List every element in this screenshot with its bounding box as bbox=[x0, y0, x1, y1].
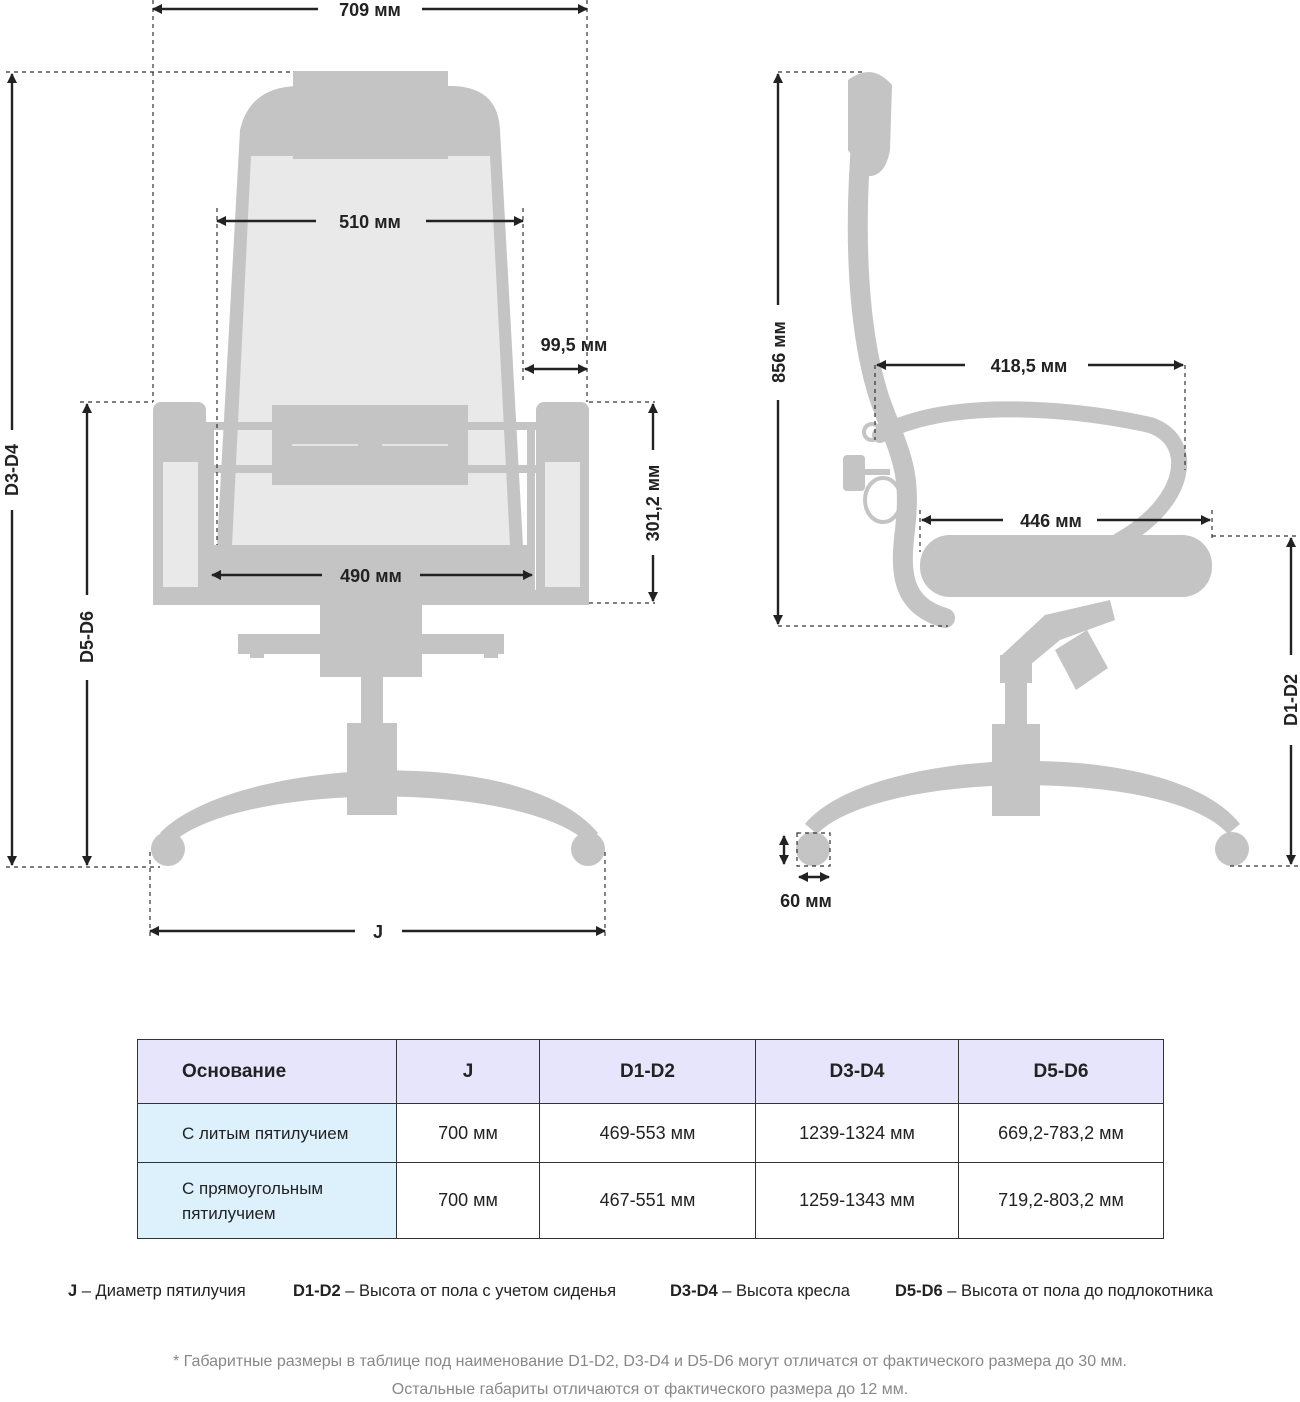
row-d1d2: 467-551 мм bbox=[539, 1162, 756, 1239]
chair-dimension-diagram: 709 мм 510 мм 99,5 мм 301,2 мм 490 мм D3… bbox=[2, 0, 1300, 942]
side-base-hub bbox=[992, 724, 1040, 816]
row-base-name-line1: С прямоугольным bbox=[182, 1178, 324, 1198]
table-header-row: Основание J D1-D2 D3-D4 D5-D6 bbox=[137, 1039, 1164, 1104]
dim-wheel: 60 мм bbox=[780, 891, 832, 911]
front-right-wheel bbox=[571, 832, 605, 866]
side-backrest-frame bbox=[847, 90, 955, 628]
front-view-dimensions bbox=[7, 4, 658, 936]
row-base-name-line2: пятилучием bbox=[182, 1203, 276, 1223]
footnote-line2: Остальные габариты отличаются от фактиче… bbox=[391, 1381, 909, 1398]
header-base: Основание bbox=[137, 1039, 397, 1104]
legend-d1d2: D1-D2 – Высота от пола с учетом сиденья bbox=[293, 1282, 616, 1301]
side-base-star bbox=[805, 760, 1240, 834]
dim-armrest-floor-label: D5-D6 bbox=[77, 611, 97, 663]
legend-text: – Высота от пола до подлокотника bbox=[942, 1282, 1213, 1300]
dim-overall-width: 709 мм bbox=[339, 0, 401, 20]
side-view-guides bbox=[778, 71, 1298, 867]
legend-key: J bbox=[68, 1282, 78, 1300]
legend-d3d4: D3-D4 – Высота кресла bbox=[670, 1282, 850, 1301]
header-d5d6: D5-D6 bbox=[958, 1039, 1164, 1104]
dim-chair-height-label: D3-D4 bbox=[2, 444, 22, 496]
front-view-chair bbox=[151, 71, 605, 866]
front-view-guides bbox=[6, 0, 655, 940]
row-d1d2: 469-553 мм bbox=[539, 1103, 756, 1163]
header-j: J bbox=[396, 1039, 540, 1104]
front-left-wheel bbox=[151, 832, 185, 866]
dim-armrest-width: 99,5 мм bbox=[541, 335, 608, 355]
side-adjust-knob bbox=[843, 455, 865, 491]
side-mechanism bbox=[1002, 600, 1115, 665]
side-headrest bbox=[848, 72, 892, 177]
dim-armrest-depth: 418,5 мм bbox=[991, 356, 1068, 376]
legend-j: J – Диаметр пятилучия bbox=[68, 1282, 246, 1301]
side-view-chair bbox=[796, 72, 1249, 866]
dim-base-label: J bbox=[373, 922, 383, 942]
row-j: 700 мм bbox=[396, 1103, 540, 1163]
row-j: 700 мм bbox=[396, 1162, 540, 1239]
header-d1d2: D1-D2 bbox=[539, 1039, 756, 1104]
legend-key: D5-D6 bbox=[895, 1282, 943, 1300]
legend-key: D3-D4 bbox=[670, 1282, 718, 1300]
dim-armrest-height: 301,2 мм bbox=[643, 465, 663, 542]
row-base-name: С литым пятилучием bbox=[137, 1103, 397, 1163]
row-d5d6: 669,2-783,2 мм bbox=[958, 1103, 1164, 1163]
dim-back-height: 856 мм bbox=[769, 321, 789, 383]
row-d3d4: 1259-1343 мм bbox=[755, 1162, 959, 1239]
row-d5d6: 719,2-803,2 мм bbox=[958, 1162, 1164, 1239]
front-base-star bbox=[160, 770, 598, 843]
table-row: С литым пятилучием 700 мм 469-553 мм 123… bbox=[137, 1103, 1164, 1163]
spec-table: Основание J D1-D2 D3-D4 D5-D6 С литым пя… bbox=[137, 1039, 1164, 1239]
legend-key: D1-D2 bbox=[293, 1282, 341, 1300]
legend-d5d6: D5-D6 – Высота от пола до подлокотника bbox=[895, 1282, 1213, 1301]
side-tilt-lever bbox=[1055, 630, 1108, 690]
front-base-hub bbox=[347, 723, 397, 815]
dim-seat-depth: 446 мм bbox=[1020, 511, 1082, 531]
dim-seat-width: 490 мм bbox=[340, 566, 402, 586]
side-gas-lift bbox=[1005, 670, 1027, 730]
row-base-name: С прямоугольным пятилучием bbox=[137, 1162, 397, 1239]
side-view-dimensions bbox=[773, 73, 1296, 882]
dim-seat-floor-label: D1-D2 bbox=[1281, 674, 1300, 726]
footnote-line1: * Габаритные размеры в таблице под наиме… bbox=[173, 1353, 1127, 1370]
legend-text: – Высота кресла bbox=[717, 1282, 850, 1300]
header-d3d4: D3-D4 bbox=[755, 1039, 959, 1104]
side-seat bbox=[920, 535, 1212, 597]
legend-text: – Высота от пола с учетом сиденья bbox=[340, 1282, 617, 1300]
dim-back-width: 510 мм bbox=[339, 212, 401, 232]
side-armrest bbox=[872, 401, 1188, 548]
front-headrest bbox=[293, 71, 448, 159]
row-d3d4: 1239-1324 мм bbox=[755, 1103, 959, 1163]
legend-text: – Диаметр пятилучия bbox=[77, 1282, 246, 1300]
front-gas-lift bbox=[361, 670, 383, 730]
front-mechanism-block bbox=[320, 603, 422, 677]
side-front-wheel bbox=[796, 832, 830, 866]
side-back-wheel bbox=[1215, 832, 1249, 866]
table-row: С прямоугольным пятилучием 700 мм 467-551… bbox=[137, 1162, 1164, 1239]
